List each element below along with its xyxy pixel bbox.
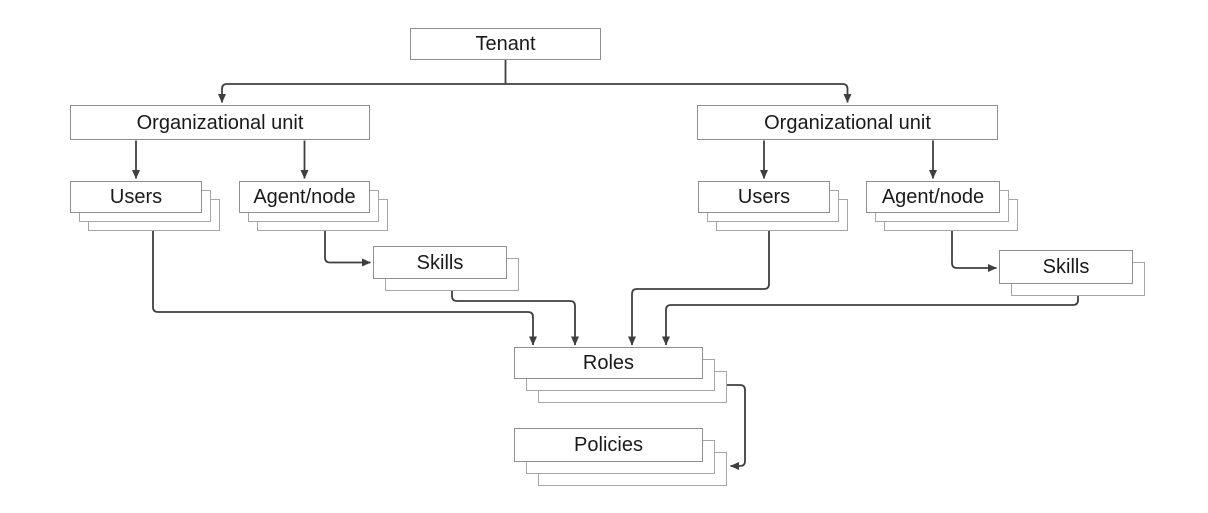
edge-users-right-to-roles bbox=[628, 231, 770, 346]
node-label: Organizational unit bbox=[136, 111, 304, 134]
edge-skills-left-to-roles bbox=[451, 291, 579, 346]
node-organizational-unit-right: Organizational unit bbox=[697, 105, 998, 140]
node-label: Organizational unit bbox=[764, 111, 931, 134]
node-tenant-box: Tenant bbox=[410, 28, 601, 60]
node-label: Policies bbox=[574, 434, 643, 456]
node-users-right-box: Users bbox=[698, 181, 830, 213]
node-agent-right-box: Agent/node bbox=[866, 181, 1000, 213]
edge-agent-left-to-skills-left bbox=[324, 231, 371, 267]
node-label: Tenant bbox=[475, 33, 536, 55]
edge-tenant-to-org-left bbox=[218, 83, 506, 103]
node-label: Roles bbox=[582, 352, 635, 374]
node-skills-left: Skills bbox=[373, 246, 519, 291]
edge-agent-right-to-skills-right bbox=[951, 231, 997, 272]
node-label: Agent/node bbox=[881, 186, 985, 208]
node-org-right-box: Organizational unit bbox=[697, 105, 998, 140]
node-tenant: Tenant bbox=[410, 28, 601, 60]
edge-roles-to-policies bbox=[727, 384, 746, 470]
node-roles: Roles bbox=[514, 347, 727, 403]
node-organizational-unit-left: Organizational unit bbox=[70, 105, 370, 140]
node-label: Users bbox=[109, 186, 163, 208]
node-skills-left-box: Skills bbox=[373, 246, 507, 279]
node-label: Users bbox=[737, 186, 791, 208]
edge-tenant-to-org-right bbox=[505, 83, 852, 103]
node-skills-right: Skills bbox=[999, 250, 1145, 296]
node-skills-right-box: Skills bbox=[999, 250, 1133, 284]
node-users-left-box: Users bbox=[70, 181, 202, 213]
node-label: Skills bbox=[416, 251, 464, 274]
node-roles-box: Roles bbox=[514, 347, 703, 379]
node-agent-node-right: Agent/node bbox=[866, 181, 1018, 231]
node-policies-box: Policies bbox=[514, 428, 703, 462]
node-org-left-box: Organizational unit bbox=[70, 105, 370, 140]
edge-skills-right-to-roles bbox=[662, 296, 1079, 346]
node-agent-node-left: Agent/node bbox=[239, 181, 388, 231]
node-label: Skills bbox=[1042, 256, 1090, 278]
node-users-left: Users bbox=[70, 181, 220, 231]
node-policies: Policies bbox=[514, 428, 727, 486]
node-label: Agent/node bbox=[253, 186, 356, 208]
node-agent-left-box: Agent/node bbox=[239, 181, 370, 213]
node-users-right: Users bbox=[698, 181, 848, 231]
